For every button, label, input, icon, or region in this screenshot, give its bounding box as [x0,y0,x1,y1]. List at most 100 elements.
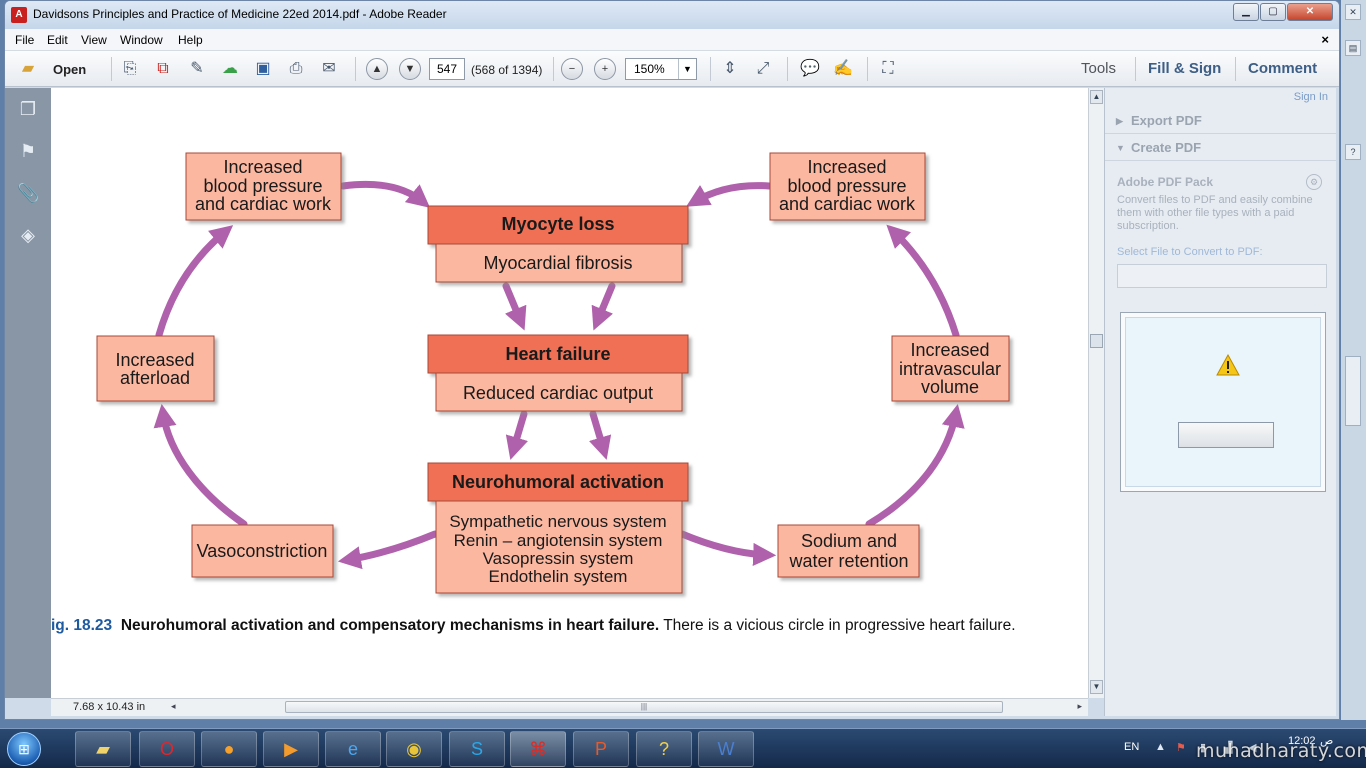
toolbar-divider [867,57,868,81]
page-thumbnails-icon[interactable]: ❐ [19,99,37,119]
taskbar-chrome-icon[interactable]: ◉ [386,731,442,767]
vertical-scrollbar[interactable]: ▲ ▼ [1088,88,1104,698]
chevron-down-icon[interactable]: ▼ [678,59,696,79]
taskbar-opera-icon[interactable]: O [139,731,195,767]
start-button[interactable]: ⊞ [7,732,41,766]
export-pdf-section[interactable]: ▶ Export PDF [1105,108,1336,134]
taskbar-help-icon[interactable]: ? [636,731,692,767]
taskbar-ie-icon[interactable]: e [325,731,381,767]
tray-network-icon[interactable]: ⚑ [1176,742,1186,754]
arrow-sodium-to-volume [865,403,965,528]
taskbar-media-icon[interactable]: ● [201,731,257,767]
tray-language[interactable]: EN [1124,741,1140,753]
tray-battery-icon[interactable]: ▮ [1200,742,1207,754]
scroll-down-arrow-icon[interactable]: ▼ [1090,680,1103,694]
title-bar[interactable]: A Davidsons Principles and Practice of M… [5,1,1339,29]
page-number-input[interactable]: 547 [429,58,465,80]
next-page-button[interactable]: ▼ [399,58,421,80]
full-screen-icon[interactable]: ⛶ [882,60,894,77]
taskbar-word-icon[interactable]: W [698,731,754,767]
tray-volume-icon[interactable]: ◀ [1248,742,1257,754]
close-window-button[interactable]: ✕ [1287,3,1333,21]
menu-file[interactable]: File [15,33,35,47]
maximize-button[interactable]: ▢ [1260,3,1286,21]
taskbar-skype-icon[interactable]: S [449,731,505,767]
toolbar-divider [787,57,788,81]
menu-edit[interactable]: Edit [47,33,68,47]
background-close-icon[interactable]: ✕ [1345,4,1361,20]
clock-time[interactable]: 12:02 [1288,735,1316,747]
warning-dialog [1120,312,1326,492]
close-document-button[interactable]: × [1321,32,1329,47]
figure-caption: ig. 18.23 Neurohumoral activation and co… [51,617,1016,635]
bookmarks-icon[interactable]: ⚑ [19,141,37,161]
taskbar-video-icon[interactable]: ▶ [263,731,319,767]
tab-fill-sign[interactable]: Fill & Sign [1148,60,1222,77]
scroll-up-arrow-icon[interactable]: ▲ [1090,90,1103,104]
sign-in-link[interactable]: Sign In [1293,91,1328,103]
left-mid-box [96,335,215,402]
dialog-ok-button[interactable] [1178,422,1274,448]
scroll-left-arrow-icon[interactable]: ◂ [171,701,176,711]
myocyte-loss-box [427,205,689,245]
arrow-neuro-to-sodium [678,530,777,566]
tab-tools[interactable]: Tools [1081,60,1117,77]
heart-failure-diagram: Myocyte loss Myocardial fibrosis Heart f… [96,152,1010,594]
zoom-out-button[interactable]: − [561,58,583,80]
arrow-output-to-neuro-right [588,410,612,460]
tools-pane: Sign In ▶ Export PDF ▼ Create PDF Adobe … [1104,88,1336,716]
page-count-label: (568 of 1394) [471,63,543,77]
right-mid-line-3: volume [921,377,979,397]
reduced-output-box [435,372,683,412]
figure-title: Neurohumoral activation and compensatory… [120,617,660,634]
print-icon[interactable]: ⎙ [289,60,303,77]
arrow-group [153,180,965,570]
right-bottom-line-1: Sodium and [801,531,897,551]
navigation-pane: ❐ ⚑ 📎 ◈ [5,88,51,698]
minimize-button[interactable]: ▁ [1233,3,1259,21]
gear-icon[interactable]: ⚙ [1306,174,1322,190]
fit-page-icon[interactable]: ⇕ [723,60,737,77]
create-pdf-section[interactable]: ▼ Create PDF [1105,135,1336,161]
tab-comment[interactable]: Comment [1248,60,1318,77]
arrow-volume-to-topright [886,224,960,339]
horizontal-scroll-thumb[interactable]: ||| [285,701,1003,713]
fit-width-icon[interactable]: ⤢ [756,60,770,77]
taskbar-explorer-icon[interactable]: ▰ [75,731,131,767]
tray-signal-icon[interactable]: ▟ [1224,742,1233,754]
system-vasopressin: Vasopressin system [483,549,634,568]
background-scroll-thumb[interactable] [1345,356,1361,426]
highlight-text-icon[interactable]: ✍ [833,60,853,77]
document-page: Myocyte loss Myocardial fibrosis Heart f… [51,88,1088,698]
folder-open-icon[interactable]: ▰ [21,60,35,77]
background-help-icon: ? [1345,144,1361,160]
arrow-topleft-to-myocyte [339,180,431,208]
menu-window[interactable]: Window [120,33,163,47]
taskbar-powerpoint-icon[interactable]: P [573,731,629,767]
edit-document-icon[interactable]: ✎ [190,60,204,77]
attachments-icon[interactable]: 📎 [17,183,40,203]
tray-chevron-up-icon[interactable]: ▲ [1155,741,1166,753]
cloud-upload-icon[interactable]: ☁ [222,60,238,77]
arrow-topright-to-myocyte [686,182,773,207]
zoom-in-button[interactable]: + [594,58,616,80]
menu-view[interactable]: View [81,33,107,47]
zoom-level-select[interactable]: 150% ▼ [625,58,697,80]
toolbar-divider [111,57,112,81]
select-file-field[interactable] [1117,264,1327,288]
previous-page-button[interactable]: ▲ [366,58,388,80]
adobe-reader-app-icon: A [11,7,27,23]
scroll-right-arrow-icon[interactable]: ▸ [1077,701,1082,711]
taskbar-adobe-reader-icon[interactable]: ⌘ [510,731,566,767]
layers-icon[interactable]: ◈ [21,225,35,245]
open-button[interactable]: Open [53,62,87,77]
sticky-note-icon[interactable]: 💬 [800,60,820,77]
combine-files-icon[interactable]: ⧉ [157,60,169,77]
menu-help[interactable]: Help [178,33,203,47]
save-icon[interactable]: ▣ [255,60,271,77]
email-icon[interactable]: ✉ [322,60,336,77]
create-pdf-icon[interactable]: ⎘ [123,60,137,77]
vertical-scroll-thumb[interactable] [1090,334,1103,348]
toolbar-divider [710,57,711,81]
window-title: Davidsons Principles and Practice of Med… [33,7,447,21]
